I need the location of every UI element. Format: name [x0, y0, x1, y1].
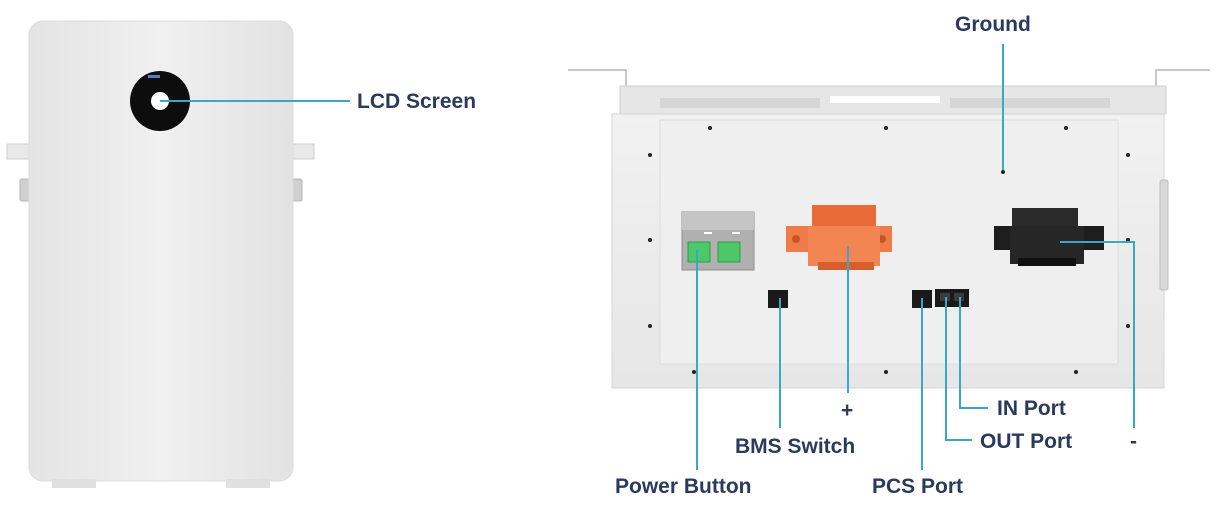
label-pcs-port: PCS Port: [872, 475, 964, 498]
leader-out-port: [945, 297, 972, 441]
label-lcd-screen: LCD Screen: [357, 90, 477, 113]
leader-minus: [1060, 241, 1135, 428]
power-button-breaker: [681, 211, 755, 271]
label-bms-switch: BMS Switch: [735, 435, 856, 458]
bms-switch: [768, 290, 788, 308]
leader-lines: [160, 44, 1135, 470]
rail-slot-left: [660, 98, 820, 108]
negative-terminal-top: [1012, 208, 1078, 228]
left-mount-hook: [568, 69, 627, 98]
breaker-top: [682, 212, 754, 230]
label-in-port: IN Port: [997, 397, 1066, 420]
breaker-toggle-2: [717, 241, 741, 263]
leader-in-port: [959, 297, 988, 409]
right-foot: [226, 479, 270, 488]
label-minus: -: [1130, 430, 1137, 453]
front-view-battery: [6, 20, 315, 488]
rail-gap: [830, 96, 940, 103]
label-ground: Ground: [955, 13, 1031, 36]
label-power-button: Power Button: [615, 475, 752, 498]
rail-slot-right: [950, 98, 1110, 108]
rear-view-battery: [568, 69, 1210, 389]
positive-terminal-body: [808, 226, 880, 266]
brand-mark: [148, 75, 160, 78]
positive-terminal-top: [812, 205, 876, 227]
label-plus: +: [841, 399, 854, 422]
breaker-toggle-1: [687, 241, 711, 263]
positive-terminal: [786, 205, 892, 270]
negative-terminal-body: [1010, 226, 1084, 264]
label-out-port: OUT Port: [980, 430, 1073, 453]
left-foot: [52, 479, 96, 488]
side-handle: [1159, 179, 1169, 291]
negative-terminal: [994, 208, 1104, 266]
front-casing: [28, 20, 294, 482]
